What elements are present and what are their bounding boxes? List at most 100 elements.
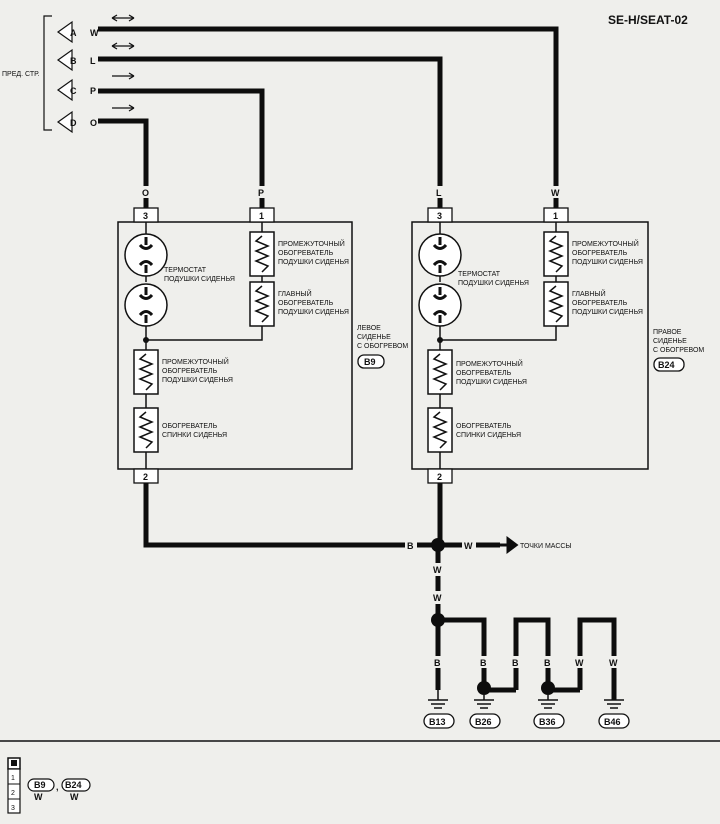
- seat-right-heater-a-icon: [543, 231, 569, 277]
- seat-right-thermostat-label-1: ТЕРМОСТАТ: [458, 271, 501, 278]
- bidirectional-arrow-icon: [111, 42, 135, 50]
- seat-right-unit: 3 1 2 ТЕРМОСТАТ ПОДУШКИ СИДЕНЬЯ: [411, 207, 649, 484]
- seat-left-thermostat-label-1: ТЕРМОСТАТ: [164, 267, 207, 274]
- seat-right-heater-a-label-3: ПОДУШКИ СИДЕНЬЯ: [572, 259, 643, 266]
- legend-row-2: 2: [11, 790, 15, 797]
- ground-b13-code: B13: [429, 717, 446, 727]
- seat-left-pin-2-label: 2: [143, 472, 148, 482]
- page-id: SE-H/SEAT-02: [608, 13, 688, 27]
- junction-arrow-label: ТОЧКИ МАССЫ: [520, 543, 572, 550]
- seat-left-caption-1: ЛЕВОЕ: [357, 325, 381, 332]
- seat-left-heater-b-label-1: ГЛАВНЫЙ: [278, 289, 312, 298]
- seat-right-heater-c-icon: [427, 349, 453, 395]
- ground-b46-wire-label: W: [609, 658, 618, 668]
- seat-left-unit: 3 1 2 ТЕРМОСТАТ ПОДУШКИ СИДЕНЬЯ: [117, 207, 353, 484]
- seat-left-box: [117, 221, 353, 470]
- wire-w: [98, 26, 559, 186]
- seat-left-heater-d-label-1: ОБОГРЕВАТЕЛЬ: [162, 423, 218, 430]
- legend-pin-table: [7, 768, 21, 814]
- ground-b46-badge: [598, 713, 630, 729]
- ground-b13-icon: [428, 690, 448, 709]
- legend-b9-wire: W: [34, 792, 43, 802]
- seat-left-caption-3: С ОБОГРЕВОМ: [357, 343, 408, 350]
- seat-left-caption-2: СИДЕНЬЕ: [357, 334, 391, 341]
- seat-left-heater-a-label-1: ПРОМЕЖУТОЧНЫЙ: [278, 239, 345, 248]
- legend-b24-badge: [61, 778, 91, 792]
- seat-left-heater-c-label-1: ПРОМЕЖУТОЧНЫЙ: [162, 357, 229, 366]
- ground-b36-wire-label: B: [544, 658, 551, 668]
- seat-right-heater-b-icon: [543, 281, 569, 327]
- junction-down-wire-label-2: W: [433, 593, 442, 603]
- seat-right-heater-c-label-3: ПОДУШКИ СИДЕНЬЯ: [456, 379, 527, 386]
- wire-o: [98, 118, 149, 186]
- seat-left-thermostat-1-icon: [124, 233, 168, 277]
- legend-b24-wire: W: [70, 792, 79, 802]
- ground-b26-wire-label: B: [480, 658, 487, 668]
- seat-right-box: [411, 221, 649, 470]
- seat-right-pin-2-label: 2: [437, 472, 442, 482]
- seat-left-heater-d-icon: [133, 407, 159, 453]
- ground-b46-icon: [604, 699, 624, 709]
- ground-b26-icon: [474, 695, 494, 709]
- seat-right-caption-1: ПРАВОЕ: [653, 329, 682, 336]
- seat-right-junction-dot: [437, 337, 443, 343]
- connector-a-arrow-icon: [56, 20, 73, 44]
- seat-left-wire-label-o: O: [142, 188, 149, 198]
- legend-separator: ,: [56, 782, 59, 792]
- wire-b36-loop: [513, 617, 551, 690]
- seat-left-pin-3-label: 3: [143, 211, 148, 221]
- splice-junction-lower: [431, 613, 445, 627]
- seat-left-wire-label-p: P: [258, 188, 264, 198]
- legend-b9-badge: [27, 778, 55, 792]
- prev-page-label: ПРЕД. СТР.: [2, 71, 39, 78]
- wire-stubs: [143, 198, 559, 208]
- wire-left-ground: [143, 483, 438, 548]
- connector-a: A W: [56, 14, 135, 44]
- seat-right-heater-b-label-2: ОБОГРЕВАТЕЛЬ: [572, 300, 628, 307]
- legend-b9-code: B9: [34, 780, 46, 790]
- seat-right-pin-1-label: 1: [553, 211, 558, 221]
- legend: 1 2 3 B9 W , B24 W: [7, 757, 91, 814]
- arrow-right-icon: [112, 104, 135, 112]
- splice-junction-b36: [541, 681, 555, 695]
- seat-right-heater-b-label-1: ГЛАВНЫЙ: [572, 289, 606, 298]
- seat-right-thermostat-1-icon: [418, 233, 462, 277]
- seat-right-heater-b-label-3: ПОДУШКИ СИДЕНЬЯ: [572, 309, 643, 316]
- arrow-right-icon: [500, 536, 519, 554]
- seat-right-heater-c-label-1: ПРОМЕЖУТОЧНЫЙ: [456, 359, 523, 368]
- seat-right-heater-a-label-2: ОБОГРЕВАТЕЛЬ: [572, 250, 628, 257]
- connector-c-wire-label: P: [90, 86, 96, 96]
- seat-left-thermostat-2-icon: [124, 283, 168, 327]
- connector-a-wire-label: W: [90, 28, 99, 38]
- seat-left-pin-1-label: 1: [259, 211, 264, 221]
- connector-b-letter: B: [70, 56, 77, 66]
- connector-b: B L: [56, 42, 135, 72]
- splice-junction-main: [431, 538, 445, 552]
- junction-down-wire-label-1: W: [433, 565, 442, 575]
- seat-left-heater-b-label-2: ОБОГРЕВАТЕЛЬ: [278, 300, 334, 307]
- seat-left-connector-badge: [357, 354, 385, 369]
- seat-left-heater-a-label-2: ОБОГРЕВАТЕЛЬ: [278, 250, 334, 257]
- connector-c-arrow-icon: [56, 78, 73, 102]
- ground-b26-badge: [469, 713, 501, 729]
- wire-l: [98, 56, 443, 186]
- seat-left-thermostat-label-2: ПОДУШКИ СИДЕНЬЯ: [164, 276, 235, 283]
- seat-right-wire-label-l: L: [436, 188, 442, 198]
- wire-p: [98, 88, 265, 186]
- seat-left-connector-code: B9: [364, 357, 376, 367]
- seat-right-caption-3: С ОБОГРЕВОМ: [653, 347, 704, 354]
- connector-d-arrow-icon: [56, 110, 73, 134]
- connector-c-letter: C: [70, 86, 77, 96]
- seat-right-connector-code: B24: [658, 360, 675, 370]
- legend-row-1: 1: [11, 775, 15, 782]
- ground-b36-code: B36: [539, 717, 556, 727]
- seat-right-heater-a-label-1: ПРОМЕЖУТОЧНЫЙ: [572, 239, 639, 248]
- seat-right-thermostat-2-icon: [418, 283, 462, 327]
- ground-b46-code: B46: [604, 717, 621, 727]
- seat-right-thermostat-label-2: ПОДУШКИ СИДЕНЬЯ: [458, 280, 529, 287]
- seat-left-heater-b-label-3: ПОДУШКИ СИДЕНЬЯ: [278, 309, 349, 316]
- seat-left-heater-c-label-2: ОБОГРЕВАТЕЛЬ: [162, 368, 218, 375]
- ground-b26-code: B26: [475, 717, 492, 727]
- seat-left-heater-c-label-3: ПОДУШКИ СИДЕНЬЯ: [162, 377, 233, 384]
